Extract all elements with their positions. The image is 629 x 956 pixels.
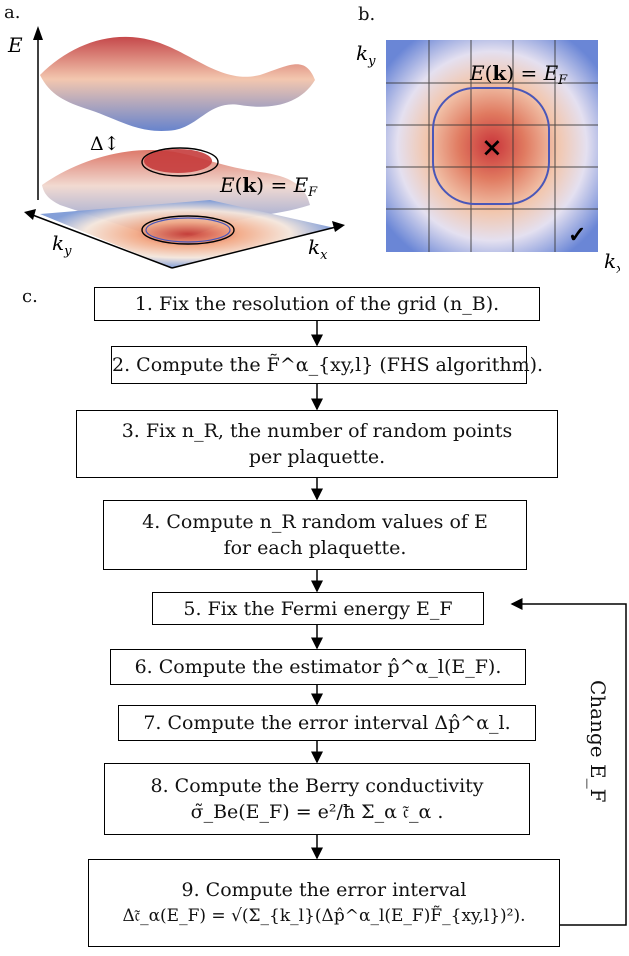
panel-b-ky-label: ky bbox=[356, 41, 376, 69]
step-3-text-line2: per plaquette. bbox=[248, 446, 386, 468]
step-3-text-line1: 3. Fix n_R, the number of random points bbox=[121, 420, 513, 442]
panel-a-fermi-label: E(k) = EF bbox=[219, 173, 318, 200]
step-8-text-line1: 8. Compute the Berry conductivity bbox=[150, 775, 484, 797]
fermi-contour-floor-blue bbox=[145, 217, 231, 243]
panel-label-b: b. bbox=[358, 4, 376, 25]
step-4-text-line2: for each plaquette. bbox=[223, 537, 407, 559]
plaquette-grid bbox=[386, 40, 598, 252]
fermi-contour-band bbox=[141, 147, 219, 177]
brillouin-zone-floor bbox=[40, 200, 335, 268]
panel-b-fermi-label: E(k) = EF bbox=[469, 61, 568, 88]
panel-a-band-plot: E Δ↕ E(k) = EF ky kx bbox=[7, 26, 345, 269]
panel-label-a: a. bbox=[4, 2, 21, 23]
ky-axis-arrow bbox=[24, 209, 36, 220]
energy-axis-arrow bbox=[33, 26, 43, 40]
step-1-box: 1. Fix the resolution of the grid (n_B). bbox=[94, 287, 540, 321]
cross-mark: × bbox=[481, 133, 503, 163]
fermi-contour-2d bbox=[432, 87, 550, 205]
energy-axis-label: E bbox=[7, 33, 23, 57]
step-8-box: 8. Compute the Berry conductivity σ̃_Be(… bbox=[104, 763, 530, 835]
step-5-text: 5. Fix the Fermi energy E_F bbox=[183, 597, 453, 620]
panel-a-kx-label: kx bbox=[308, 235, 328, 263]
panel-label-c: c. bbox=[22, 286, 38, 307]
check-mark: ✓ bbox=[568, 222, 586, 248]
panel-b-kx-label: kx bbox=[604, 249, 620, 277]
change-fermi-energy-label: Change E_F bbox=[586, 680, 610, 803]
step-4-text-line1: 4. Compute n_R random values of E bbox=[142, 511, 488, 533]
step-1-text: 1. Fix the resolution of the grid (n_B). bbox=[134, 293, 500, 315]
upper-band-surface bbox=[40, 36, 315, 131]
ky-axis-line bbox=[29, 213, 173, 269]
kx-axis-arrow bbox=[332, 221, 345, 232]
step-7-text: 7. Compute the error interval Δp̂^α_l. bbox=[143, 712, 511, 734]
step-6-box: 6. Compute the estimator p̂^α_l(E_F). bbox=[110, 649, 526, 685]
panel-a-ky-label: ky bbox=[52, 231, 72, 259]
step-2-box: 2. Compute the F̃^α_{xy,l} (FHS algorith… bbox=[111, 346, 544, 384]
step-5-box: 5. Fix the Fermi energy E_F bbox=[152, 592, 484, 625]
gap-symbol: Δ↕ bbox=[90, 133, 120, 155]
kx-axis-line bbox=[171, 225, 341, 269]
step-8-text-line2: σ̃_Be(E_F) = e²/ħ Σ_α 𝔠̃_α . bbox=[190, 801, 444, 823]
step-2-text: 2. Compute the F̃^α_{xy,l} (FHS algorith… bbox=[112, 354, 544, 376]
step-9-text-line1: 9. Compute the error interval bbox=[181, 879, 467, 901]
step-4-box: 4. Compute n_R random values of E for ea… bbox=[103, 500, 527, 570]
fermi-contour-floor bbox=[141, 215, 235, 245]
lower-band-peak bbox=[144, 149, 212, 173]
step-3-box: 3. Fix n_R, the number of random points … bbox=[76, 410, 558, 478]
step-9-text-line2: Δ𝔠̃_α(E_F) = √(Σ_{k_l}(Δp̂^α_l(E_F)F̃_{x… bbox=[122, 906, 526, 926]
heatmap-background bbox=[386, 40, 598, 252]
panel-b-heatmap: × ✓ E(k) = EF ky kx bbox=[356, 40, 620, 277]
step-7-box: 7. Compute the error interval Δp̂^α_l. bbox=[118, 705, 536, 741]
step-6-text: 6. Compute the estimator p̂^α_l(E_F). bbox=[134, 656, 502, 678]
step-9-box: 9. Compute the error interval Δ𝔠̃_α(E_F)… bbox=[88, 859, 560, 947]
